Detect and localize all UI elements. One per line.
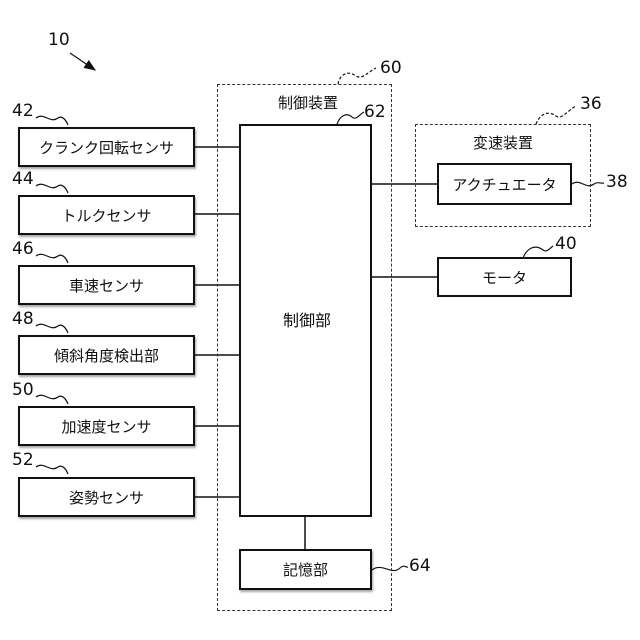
actuator-box: アクチュエータ <box>437 163 572 205</box>
leader-line <box>36 395 68 404</box>
sensor-label: トルクセンサ <box>61 205 151 226</box>
sensor-box: 加速度センサ <box>18 406 195 446</box>
sensor-box: 姿勢センサ <box>18 477 195 517</box>
control-unit-label: 制御部 <box>283 313 331 329</box>
sensor-box: クランク回転センサ <box>18 127 195 167</box>
control-device-ref: 60 <box>380 60 402 77</box>
motor-box: モータ <box>437 257 572 297</box>
control-device-label: 制御装置 <box>278 96 338 111</box>
sensor-box: 車速センサ <box>18 265 195 305</box>
sensor-ref: 50 <box>12 382 34 399</box>
sensor-label: 傾斜角度検出部 <box>54 345 159 366</box>
figure-arrow <box>70 53 95 70</box>
control-unit-ref: 62 <box>364 104 386 121</box>
leader-line <box>36 465 68 474</box>
storage-ref: 64 <box>409 558 431 575</box>
transmission-label: 変速装置 <box>473 136 533 151</box>
sensor-label: 加速度センサ <box>61 416 151 437</box>
sensor-ref: 46 <box>12 241 34 258</box>
leader-line <box>338 68 376 84</box>
sensor-box: 傾斜角度検出部 <box>18 335 195 375</box>
leader-line <box>36 184 68 193</box>
sensor-ref: 42 <box>12 103 34 120</box>
sensor-box: トルクセンサ <box>18 195 195 235</box>
motor-ref: 40 <box>555 236 577 253</box>
storage-label: 記憶部 <box>283 559 328 580</box>
actuator-label: アクチュエータ <box>452 174 556 195</box>
transmission-ref: 36 <box>580 96 602 113</box>
leader-line <box>36 254 68 263</box>
leader-line <box>36 116 68 125</box>
sensor-label: クランク回転センサ <box>39 137 174 158</box>
sensor-label: 姿勢センサ <box>69 487 144 508</box>
sensor-ref: 52 <box>12 452 34 469</box>
sensor-label: 車速センサ <box>69 275 144 296</box>
leader-line <box>536 106 576 124</box>
sensor-ref: 44 <box>12 171 34 188</box>
leader-line <box>36 324 68 333</box>
motor-label: モータ <box>482 267 527 288</box>
actuator-ref: 38 <box>606 174 628 191</box>
sensor-ref: 48 <box>12 311 34 328</box>
storage-box: 記憶部 <box>239 549 372 590</box>
figure-ref-label: 10 <box>48 32 70 49</box>
